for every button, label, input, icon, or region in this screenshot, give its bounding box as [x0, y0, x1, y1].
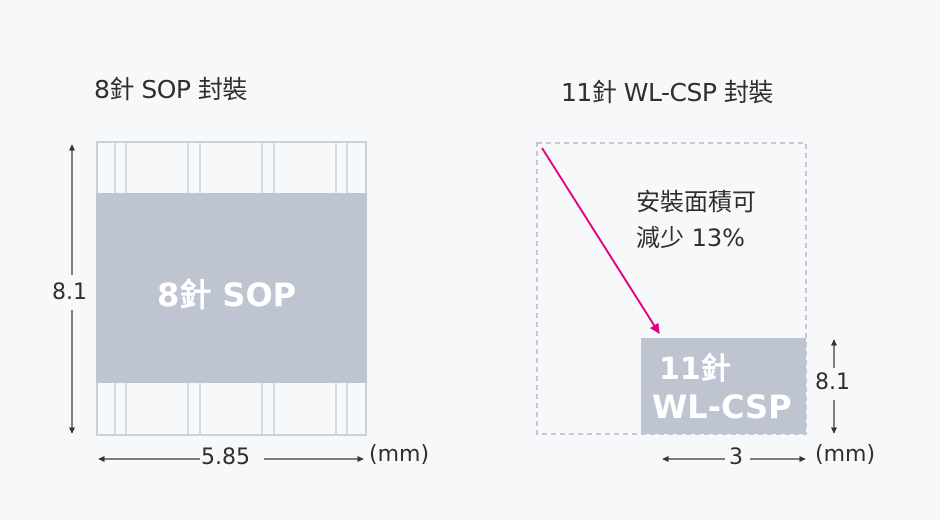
sop-unit: (mm) [369, 442, 430, 467]
wlcsp-label-line2: WL-CSP [652, 388, 792, 426]
reduction-arrow [541, 147, 660, 334]
wlcsp-unit: (mm) [815, 442, 876, 467]
sop-title: 8針 SOP 封裝 [94, 75, 247, 104]
sop-height-value: 8.1 [52, 280, 87, 305]
wlcsp-body [641, 338, 806, 434]
reduction-annotation-line2: 減少 13% [636, 224, 745, 252]
wlcsp-width-value: 3 [729, 445, 743, 470]
sop-width-value: 5.85 [201, 445, 250, 470]
wlcsp-title: 11針 WL-CSP 封裝 [561, 78, 773, 107]
sop-package-drawing [96, 141, 367, 436]
wlcsp-height-value: 8.1 [815, 370, 850, 395]
sop-body [96, 193, 367, 383]
reduction-annotation-line1: 安裝面積可 [636, 188, 756, 216]
sop-package-label: 8針 SOP [157, 276, 297, 314]
wlcsp-label-line1: 11針 [659, 352, 731, 387]
